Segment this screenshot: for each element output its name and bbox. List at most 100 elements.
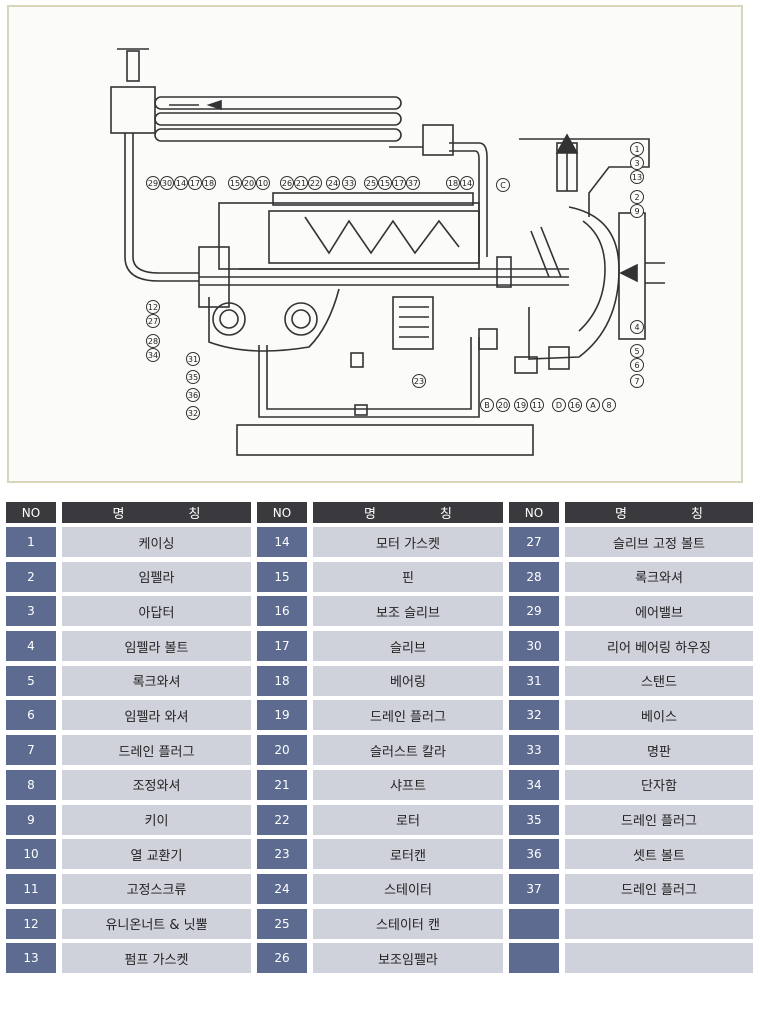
svg-text:31: 31 xyxy=(188,355,198,364)
part-number-cell: 7 xyxy=(6,735,56,766)
svg-text:5: 5 xyxy=(634,347,639,356)
header-no-1: NO xyxy=(6,502,56,523)
svg-text:20: 20 xyxy=(498,401,508,410)
callout-28: 28 xyxy=(146,334,160,348)
diagram-linework xyxy=(110,48,665,456)
callout-10: 10 xyxy=(256,176,270,190)
svg-text:17: 17 xyxy=(394,179,404,188)
part-name-cell: 조정와셔 xyxy=(62,769,251,800)
part-name-cell: 펌프 가스켓 xyxy=(62,943,251,974)
svg-text:13: 13 xyxy=(632,173,642,182)
part-name-cell: 열 교환기 xyxy=(62,839,251,870)
part-name-cell: 스테이터 캔 xyxy=(313,908,503,939)
svg-text:22: 22 xyxy=(310,179,320,188)
svg-text:34: 34 xyxy=(148,351,158,360)
part-number-cell: 15 xyxy=(257,561,307,592)
svg-text:3: 3 xyxy=(634,159,639,168)
part-number-cell: 31 xyxy=(509,665,559,696)
callout-18: 18 xyxy=(446,176,460,190)
part-number-cell: 6 xyxy=(6,700,56,731)
part-number-cell: 4 xyxy=(6,631,56,662)
callout-2: 2 xyxy=(630,190,644,204)
callout-11: 11 xyxy=(530,398,544,412)
callout-15: 15 xyxy=(378,176,392,190)
svg-text:12: 12 xyxy=(148,303,158,312)
callout-22: 22 xyxy=(308,176,322,190)
part-name-cell: 보조임펠라 xyxy=(313,943,503,974)
svg-text:9: 9 xyxy=(634,207,639,216)
svg-text:14: 14 xyxy=(462,179,472,188)
part-name-cell: 유니온너트 & 닛뿔 xyxy=(62,908,251,939)
part-number-cell: 23 xyxy=(257,839,307,870)
part-number-cell: 19 xyxy=(257,700,307,731)
svg-text:27: 27 xyxy=(148,317,158,326)
callout-20: 20 xyxy=(496,398,510,412)
callout-19: 19 xyxy=(514,398,528,412)
part-number-cell: 30 xyxy=(509,631,559,662)
callout-12: 12 xyxy=(146,300,160,314)
part-number-cell xyxy=(509,943,559,974)
part-number-cell: 13 xyxy=(6,943,56,974)
svg-text:32: 32 xyxy=(188,409,198,418)
svg-text:19: 19 xyxy=(516,401,526,410)
part-number-cell: 16 xyxy=(257,596,307,627)
header-name-1: 명 칭 xyxy=(62,502,251,523)
svg-text:21: 21 xyxy=(296,179,306,188)
svg-text:26: 26 xyxy=(282,179,292,188)
svg-text:D: D xyxy=(556,401,562,410)
part-name-cell: 드레인 플러그 xyxy=(565,873,753,904)
header-name-3: 명 칭 xyxy=(565,502,753,523)
callout-14: 14 xyxy=(174,176,188,190)
callout-27: 27 xyxy=(146,314,160,328)
callout-16: 16 xyxy=(568,398,582,412)
callout-18: 18 xyxy=(202,176,216,190)
callout-8: 8 xyxy=(602,398,616,412)
callout-9: 9 xyxy=(630,204,644,218)
header-no-3: NO xyxy=(509,502,559,523)
part-name-cell: 임펠라 xyxy=(62,561,251,592)
callout-5: 5 xyxy=(630,344,644,358)
callout-37: 37 xyxy=(406,176,420,190)
part-number-cell: 32 xyxy=(509,700,559,731)
part-number-cell: 37 xyxy=(509,873,559,904)
part-number-cell: 1 xyxy=(6,527,56,557)
callout-30: 30 xyxy=(160,176,174,190)
svg-text:15: 15 xyxy=(230,179,240,188)
part-number-cell: 8 xyxy=(6,769,56,800)
callout-14: 14 xyxy=(460,176,474,190)
callout-25: 25 xyxy=(364,176,378,190)
svg-text:18: 18 xyxy=(448,179,458,188)
svg-text:23: 23 xyxy=(414,377,424,386)
callout-B: B xyxy=(480,398,494,412)
part-name-cell: 키이 xyxy=(62,804,251,835)
part-name-cell: 슬리브 xyxy=(313,631,503,662)
part-number-cell: 11 xyxy=(6,873,56,904)
callout-23: 23 xyxy=(412,374,426,388)
svg-text:15: 15 xyxy=(380,179,390,188)
part-name-cell: 드레인 플러그 xyxy=(313,700,503,731)
svg-text:2: 2 xyxy=(634,193,639,202)
part-number-cell: 10 xyxy=(6,839,56,870)
part-name-cell: 샤프트 xyxy=(313,769,503,800)
part-name-cell: 드레인 플러그 xyxy=(565,804,753,835)
callout-26: 26 xyxy=(280,176,294,190)
callout-7: 7 xyxy=(630,374,644,388)
part-name-cell: 록크와셔 xyxy=(565,561,753,592)
svg-text:14: 14 xyxy=(176,179,186,188)
svg-text:36: 36 xyxy=(188,391,198,400)
part-number-cell: 27 xyxy=(509,527,559,557)
callout-35: 35 xyxy=(186,370,200,384)
callout-4: 4 xyxy=(630,320,644,334)
callout-13: 13 xyxy=(630,170,644,184)
part-name-cell: 스탠드 xyxy=(565,665,753,696)
part-name-cell: 케이싱 xyxy=(62,527,251,557)
callout-20: 20 xyxy=(242,176,256,190)
part-name-cell: 스테이터 xyxy=(313,873,503,904)
callout-3: 3 xyxy=(630,156,644,170)
part-number-cell: 14 xyxy=(257,527,307,557)
callout-32: 32 xyxy=(186,406,200,420)
part-name-cell: 로터캔 xyxy=(313,839,503,870)
